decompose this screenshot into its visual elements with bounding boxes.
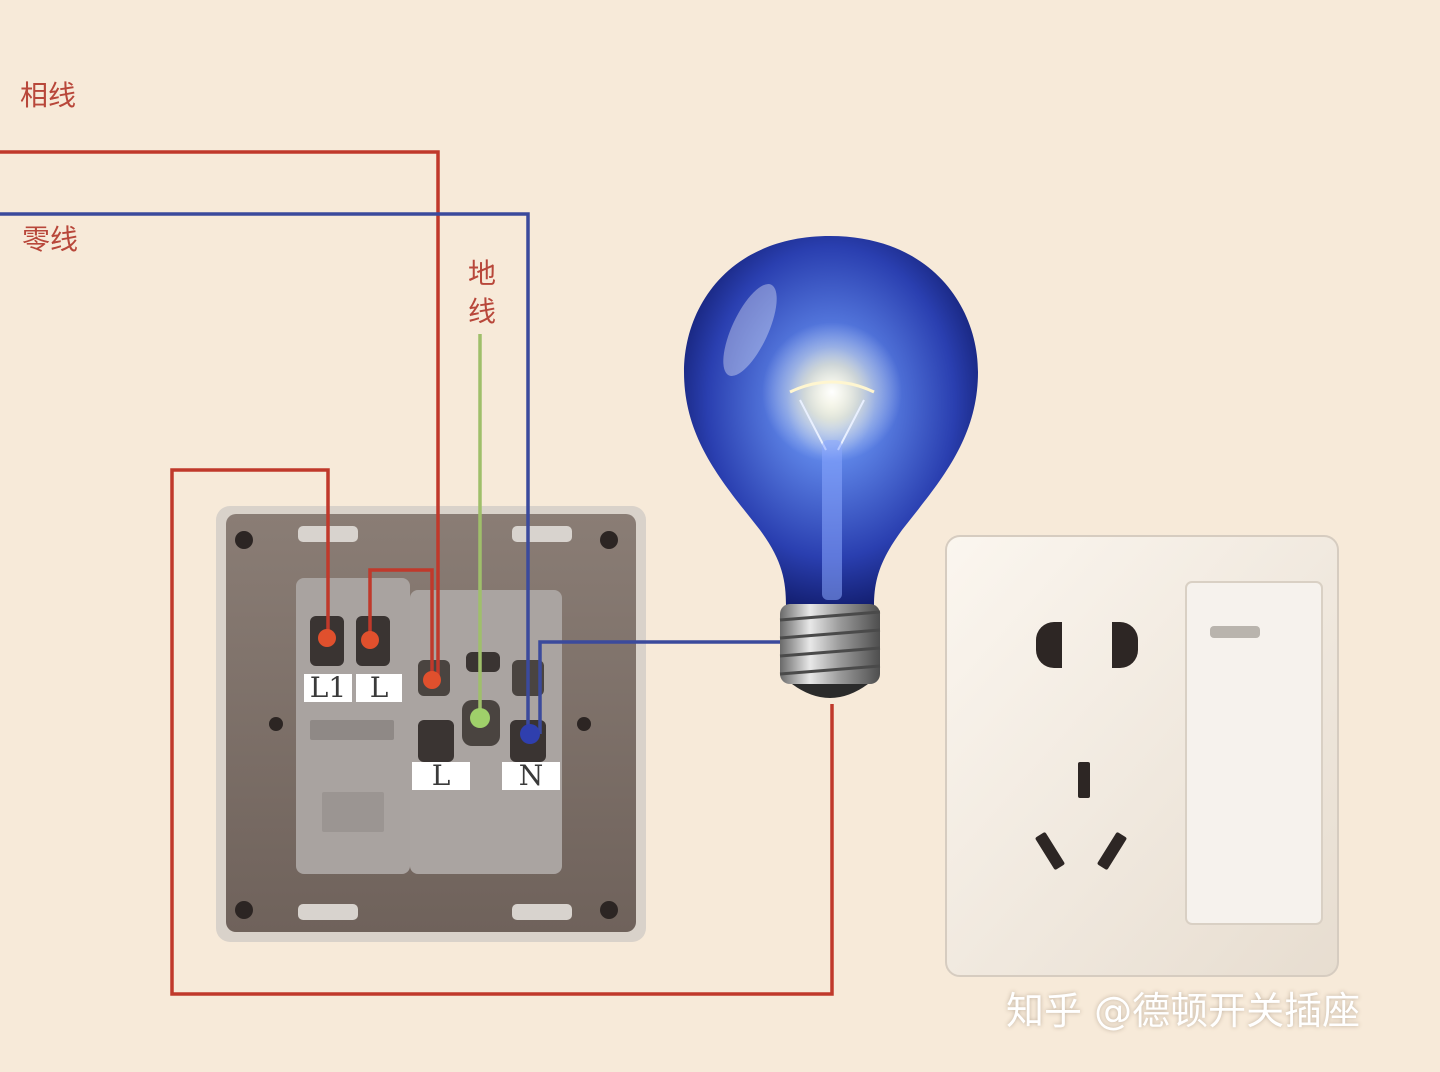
switched-phase-wire bbox=[170, 468, 834, 996]
phase-wire-label: 相线 bbox=[20, 79, 77, 112]
two-pin-left bbox=[1036, 622, 1062, 668]
bulb-neutral-wire bbox=[538, 640, 780, 734]
ground-wire-label: 地线 bbox=[467, 257, 496, 328]
three-pin-right bbox=[1097, 832, 1127, 870]
terminal-label-switch-L1: L1 bbox=[304, 674, 352, 702]
neutral-wire bbox=[0, 212, 530, 734]
wires bbox=[0, 150, 834, 996]
light-bulb-icon bbox=[684, 236, 978, 698]
terminal-label-socket-L: L bbox=[412, 762, 470, 790]
three-pin-left bbox=[1035, 832, 1065, 870]
three-pin-top bbox=[1078, 762, 1090, 798]
neutral-wire-label: 零线 bbox=[22, 223, 79, 256]
watermark: 知乎 @德顿开关插座 bbox=[1006, 989, 1361, 1033]
two-pin-right bbox=[1112, 622, 1138, 668]
wall-socket-icon bbox=[945, 535, 1339, 977]
terminal-label-socket-N: N bbox=[502, 762, 560, 790]
terminal-dots bbox=[318, 629, 540, 744]
terminal-label-switch-L: L bbox=[356, 674, 402, 702]
phase-wire bbox=[0, 150, 440, 678]
jumper-wire bbox=[368, 568, 434, 678]
